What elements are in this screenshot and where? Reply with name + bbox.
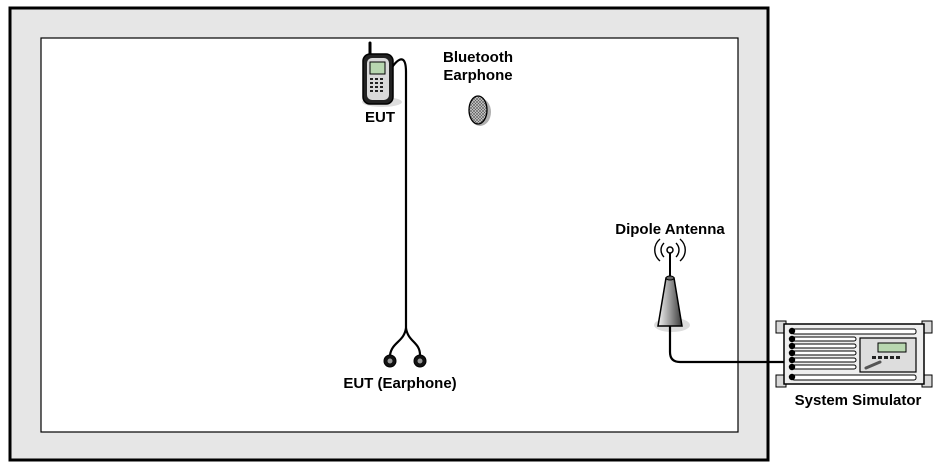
bluetooth-earphone-label: Bluetooth Earphone [443,49,513,84]
radio-waves-icon [654,238,686,262]
eut-label: EUT [365,109,395,126]
dipole-antenna-icon [654,238,690,332]
system-simulator-label: System Simulator [795,392,922,409]
dipole-antenna-label: Dipole Antenna [615,221,725,238]
wired-earphones-icon [383,354,427,368]
eut-earphone-label: EUT (Earphone) [343,375,456,392]
antenna-cable [668,326,790,364]
system-simulator-icon [775,320,933,388]
bluetooth-earphone-icon [468,95,491,126]
eut-phone-icon [362,41,402,107]
